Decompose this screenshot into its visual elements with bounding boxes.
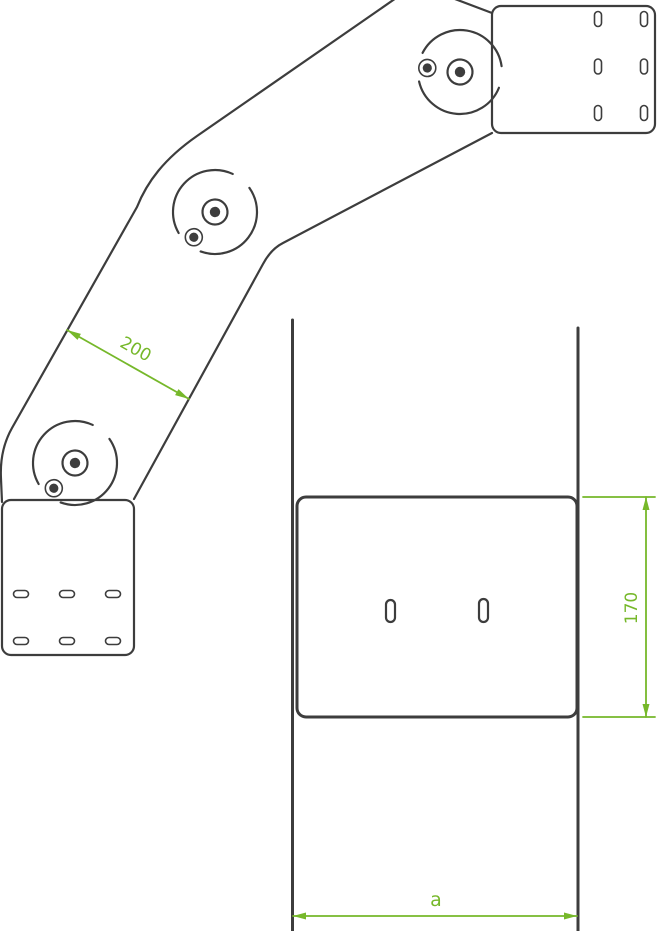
pivot-arc — [59, 437, 119, 507]
plan-view — [0, 0, 657, 657]
rivet-dot — [189, 232, 199, 242]
dimension-170-label: 170 — [622, 592, 642, 624]
dimension-line — [66, 329, 190, 400]
rivet-dot — [49, 483, 59, 493]
end-plate-outline — [0, 498, 136, 657]
dimension-170: 170 — [582, 496, 656, 718]
mounting-slot — [104, 636, 122, 646]
body-panel — [295, 495, 579, 719]
hub-center-dot — [454, 66, 466, 78]
mounting-slot — [593, 58, 603, 75]
arrowhead — [175, 389, 189, 399]
dimension-200: 200 — [66, 329, 190, 400]
mounting-slot — [639, 104, 649, 122]
rivet-ring — [44, 478, 64, 498]
pivot-arc — [31, 419, 94, 486]
mounting-slot — [12, 636, 30, 646]
arrowhead — [642, 497, 650, 510]
hub-center-dot — [69, 457, 81, 469]
mounting-slot — [639, 10, 649, 28]
mounting-slot — [593, 104, 603, 122]
hub-ring — [61, 449, 89, 477]
end-plate-top-right — [490, 4, 657, 135]
arrowhead — [642, 704, 650, 717]
rivet-ring — [417, 58, 437, 78]
dimension-a-label: a — [430, 889, 442, 911]
arrowhead — [67, 330, 81, 340]
mounting-slot — [58, 636, 76, 646]
rivet-dot — [422, 63, 432, 73]
mounting-slot — [12, 589, 30, 599]
hub-center-dot — [209, 206, 221, 218]
arm-outline — [0, 0, 494, 504]
end-plate-bottom-left — [0, 498, 136, 657]
pivot-joint-2 — [171, 168, 259, 256]
pivot-arc — [421, 28, 503, 68]
panel-slot — [384, 598, 397, 624]
rivet-ring — [184, 227, 204, 247]
mounting-slot — [593, 10, 603, 28]
pivot-arc — [417, 80, 501, 116]
pivot-arc — [199, 186, 259, 256]
mounting-slot — [58, 589, 76, 599]
end-plate-outline — [490, 4, 657, 135]
arrowhead — [564, 912, 577, 920]
arrowhead — [293, 912, 306, 920]
hub-ring — [446, 58, 474, 86]
mounting-slot — [104, 589, 122, 599]
pivot-arc — [171, 168, 234, 235]
front-view — [291, 318, 580, 931]
pivot-joint-1 — [417, 28, 503, 116]
hub-ring — [201, 198, 229, 226]
panel-slot — [477, 597, 490, 624]
mounting-slot — [639, 58, 649, 75]
pivot-joint-3 — [31, 419, 119, 507]
dimension-a: a — [292, 889, 578, 920]
